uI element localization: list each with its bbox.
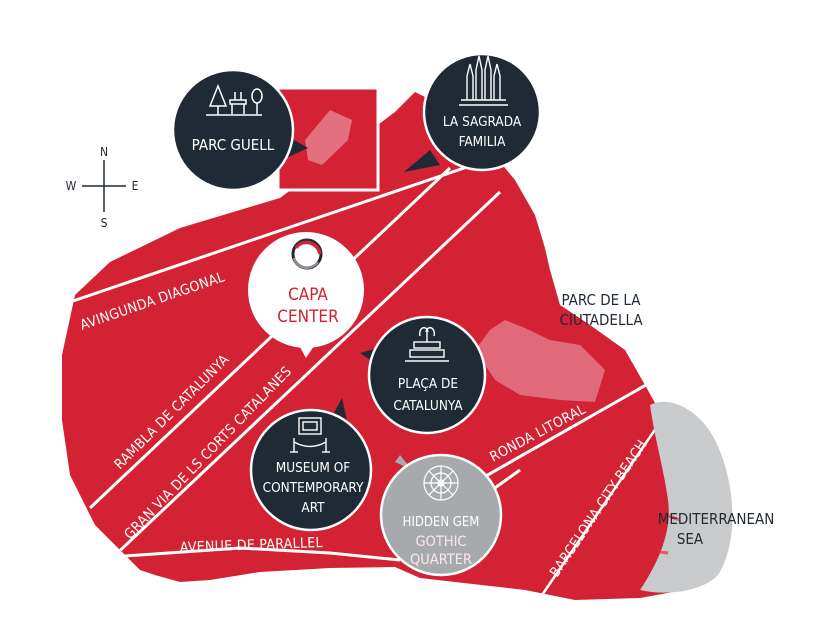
capa-label-line1: CAPA: [288, 285, 328, 305]
compass-south: S: [101, 216, 108, 230]
compass-north: N: [100, 145, 108, 159]
capa-logo-icon: [291, 238, 323, 270]
gem-label-line3: QUARTER: [410, 552, 472, 568]
sea-label-line2: SEA: [677, 530, 704, 548]
gem-label-line2: GOTHIC: [415, 534, 466, 550]
street-label-parallel: AVENUE DE PARALLEL: [180, 535, 324, 556]
fountain-icon: [405, 326, 449, 362]
sea-label-line1: MEDITERRANEAN: [658, 510, 775, 528]
marker-placa-catalunya[interactable]: PLAÇA DE CATALUNYA: [360, 315, 487, 435]
museum-label-line2: CONTEMPORARY: [263, 480, 364, 496]
sagrada-label-line1: LA SAGRADA: [443, 114, 522, 130]
placa-label-line1: PLAÇA DE: [398, 376, 458, 392]
marker-hidden-gem[interactable]: HIDDEN GEM GOTHIC QUARTER: [379, 453, 503, 577]
marker-parc-guell[interactable]: PARC GUELL: [171, 68, 308, 192]
ciutadella-label-line1: PARC DE LA: [561, 291, 641, 309]
marker-museum[interactable]: MUSEUM OF CONTEMPORARY ART: [249, 398, 373, 532]
marker-capa-center[interactable]: CAPA CENTER: [248, 232, 364, 358]
park-bench-icon: [206, 83, 263, 116]
rose-window-icon: [423, 465, 459, 501]
sagrada-label-line2: FAMILIA: [459, 134, 506, 150]
placa-label-line2: CATALUNYA: [393, 398, 463, 414]
museum-label-line1: MUSEUM OF: [276, 460, 351, 476]
parc-guell-area: [276, 86, 380, 192]
gem-label-line1: HIDDEN GEM: [403, 515, 480, 530]
museum-label-line3: ART: [301, 500, 325, 516]
ciutadella-area: [475, 320, 605, 402]
ciutadella-label-line2: CIUTADELLA: [559, 311, 643, 329]
capa-label-line2: CENTER: [277, 307, 339, 327]
compass-east: E: [132, 179, 139, 193]
compass-rose: N S W E: [66, 145, 139, 230]
marker-sagrada-familia[interactable]: LA SAGRADA FAMILIA: [404, 52, 542, 172]
cathedral-icon: [459, 55, 508, 106]
compass-west: W: [66, 179, 77, 193]
parc-guell-label: PARC GUELL: [192, 136, 275, 154]
gallery-frame-icon: [290, 417, 330, 453]
